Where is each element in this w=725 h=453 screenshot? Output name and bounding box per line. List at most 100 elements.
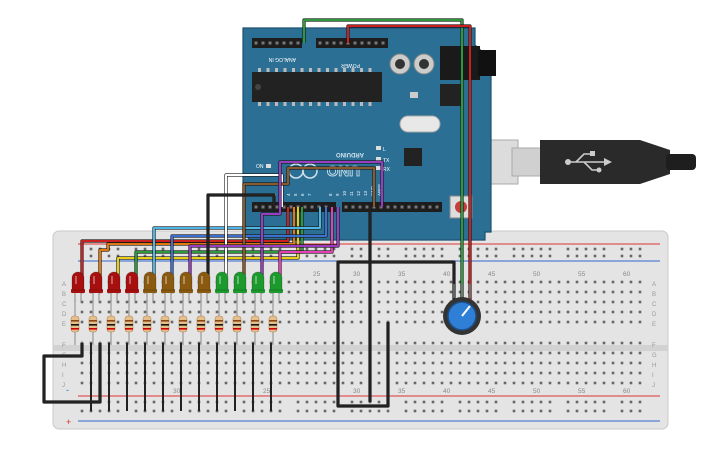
breadboard-hole (233, 300, 237, 304)
breadboard-hole (557, 381, 561, 385)
status-led (376, 166, 381, 170)
digital-pin-label: 10 (342, 190, 347, 196)
breadboard-hole (332, 280, 336, 284)
chip-notch (255, 84, 261, 90)
rail-hole (629, 247, 633, 251)
breadboard-hole (602, 320, 606, 324)
breadboard-hole (98, 320, 102, 324)
breadboard-hole (557, 280, 561, 284)
led (107, 271, 121, 291)
rail-hole (323, 400, 327, 404)
led (125, 271, 139, 291)
rail-hole (80, 409, 84, 413)
digital-pin-label: 4 (286, 193, 291, 196)
breadboard-hole (404, 361, 408, 365)
breadboard-hole (350, 300, 354, 304)
row-letter: A (652, 282, 656, 288)
breadboard-hole (629, 290, 633, 294)
breadboard-hole (566, 320, 570, 324)
breadboard-hole (431, 280, 435, 284)
breadboard-hole (98, 310, 102, 314)
rail-hole (350, 400, 354, 404)
breadboard-hole (521, 381, 525, 385)
led (143, 271, 157, 291)
breadboard-hole (188, 351, 192, 355)
breadboard-hole (413, 371, 417, 375)
breadboard-hole (440, 320, 444, 324)
potentiometer[interactable] (443, 284, 481, 335)
header-pin (282, 205, 286, 209)
breadboard-hole (431, 381, 435, 385)
breadboard-hole (332, 381, 336, 385)
breadboard-hole (449, 351, 453, 355)
breadboard-hole (332, 320, 336, 324)
rail-hole (116, 247, 120, 251)
rail-hole (404, 409, 408, 413)
header-pin (400, 205, 404, 209)
breadboard-hole (413, 290, 417, 294)
breadboard-hole (260, 351, 264, 355)
breadboard-hole (314, 280, 318, 284)
breadboard-hole (494, 280, 498, 284)
breadboard-hole (530, 351, 534, 355)
breadboard-hole (179, 300, 183, 304)
digital-pin-label: 11 (349, 191, 354, 196)
rail-hole (260, 409, 264, 413)
rail-hole (539, 247, 543, 251)
breadboard-hole (611, 280, 615, 284)
rail-hole (521, 400, 525, 404)
breadboard-hole (305, 290, 309, 294)
arduino-brand: ARDUINO (336, 151, 364, 157)
wire (225, 174, 283, 282)
breadboard-hole (557, 290, 561, 294)
breadboard-hole (620, 361, 624, 365)
breadboard-hole (494, 290, 498, 294)
usb-cable-end (666, 154, 696, 170)
breadboard-hole (143, 300, 147, 304)
rail-hole (296, 409, 300, 413)
breadboard-hole (350, 320, 354, 324)
header-pin (393, 205, 397, 209)
header-pin (261, 41, 265, 45)
col-number: 25 (313, 271, 321, 278)
rail-hole (134, 409, 138, 413)
rail-hole (593, 409, 597, 413)
breadboard-hole (305, 361, 309, 365)
rail-hole (629, 254, 633, 258)
breadboard-hole (287, 310, 291, 314)
breadboard-hole (485, 361, 489, 365)
resistor-band (197, 324, 205, 326)
rail-hole (404, 254, 408, 258)
breadboard-hole (521, 280, 525, 284)
led (161, 271, 175, 291)
breadboard-hole (341, 280, 345, 284)
breadboard-hole (287, 341, 291, 345)
breadboard-hole (305, 351, 309, 355)
led-highlight (273, 276, 275, 284)
rail-hole (134, 247, 138, 251)
breadboard-hole (359, 351, 363, 355)
rail-hole (602, 409, 606, 413)
breadboard-hole (89, 310, 93, 314)
breadboard-hole (296, 280, 300, 284)
rail-hole (485, 247, 489, 251)
rail-hole (458, 247, 462, 251)
breadboard-hole (638, 280, 642, 284)
breadboard-hole (638, 300, 642, 304)
breadboard-hole (80, 371, 84, 375)
breadboard-hole (539, 280, 543, 284)
row-letter: B (62, 292, 66, 298)
header-pin (381, 41, 385, 45)
breadboard-hole (512, 341, 516, 345)
breadboard-hole (206, 300, 210, 304)
breadboard-hole (476, 300, 480, 304)
breadboard-hole (152, 310, 156, 314)
wire (43, 343, 101, 403)
breadboard-hole (296, 300, 300, 304)
rail-hole (152, 409, 156, 413)
breadboard-hole (503, 310, 507, 314)
breadboard-hole (575, 290, 579, 294)
breadboard-hole (386, 290, 390, 294)
breadboard-hole (521, 341, 525, 345)
breadboard-hole (431, 310, 435, 314)
